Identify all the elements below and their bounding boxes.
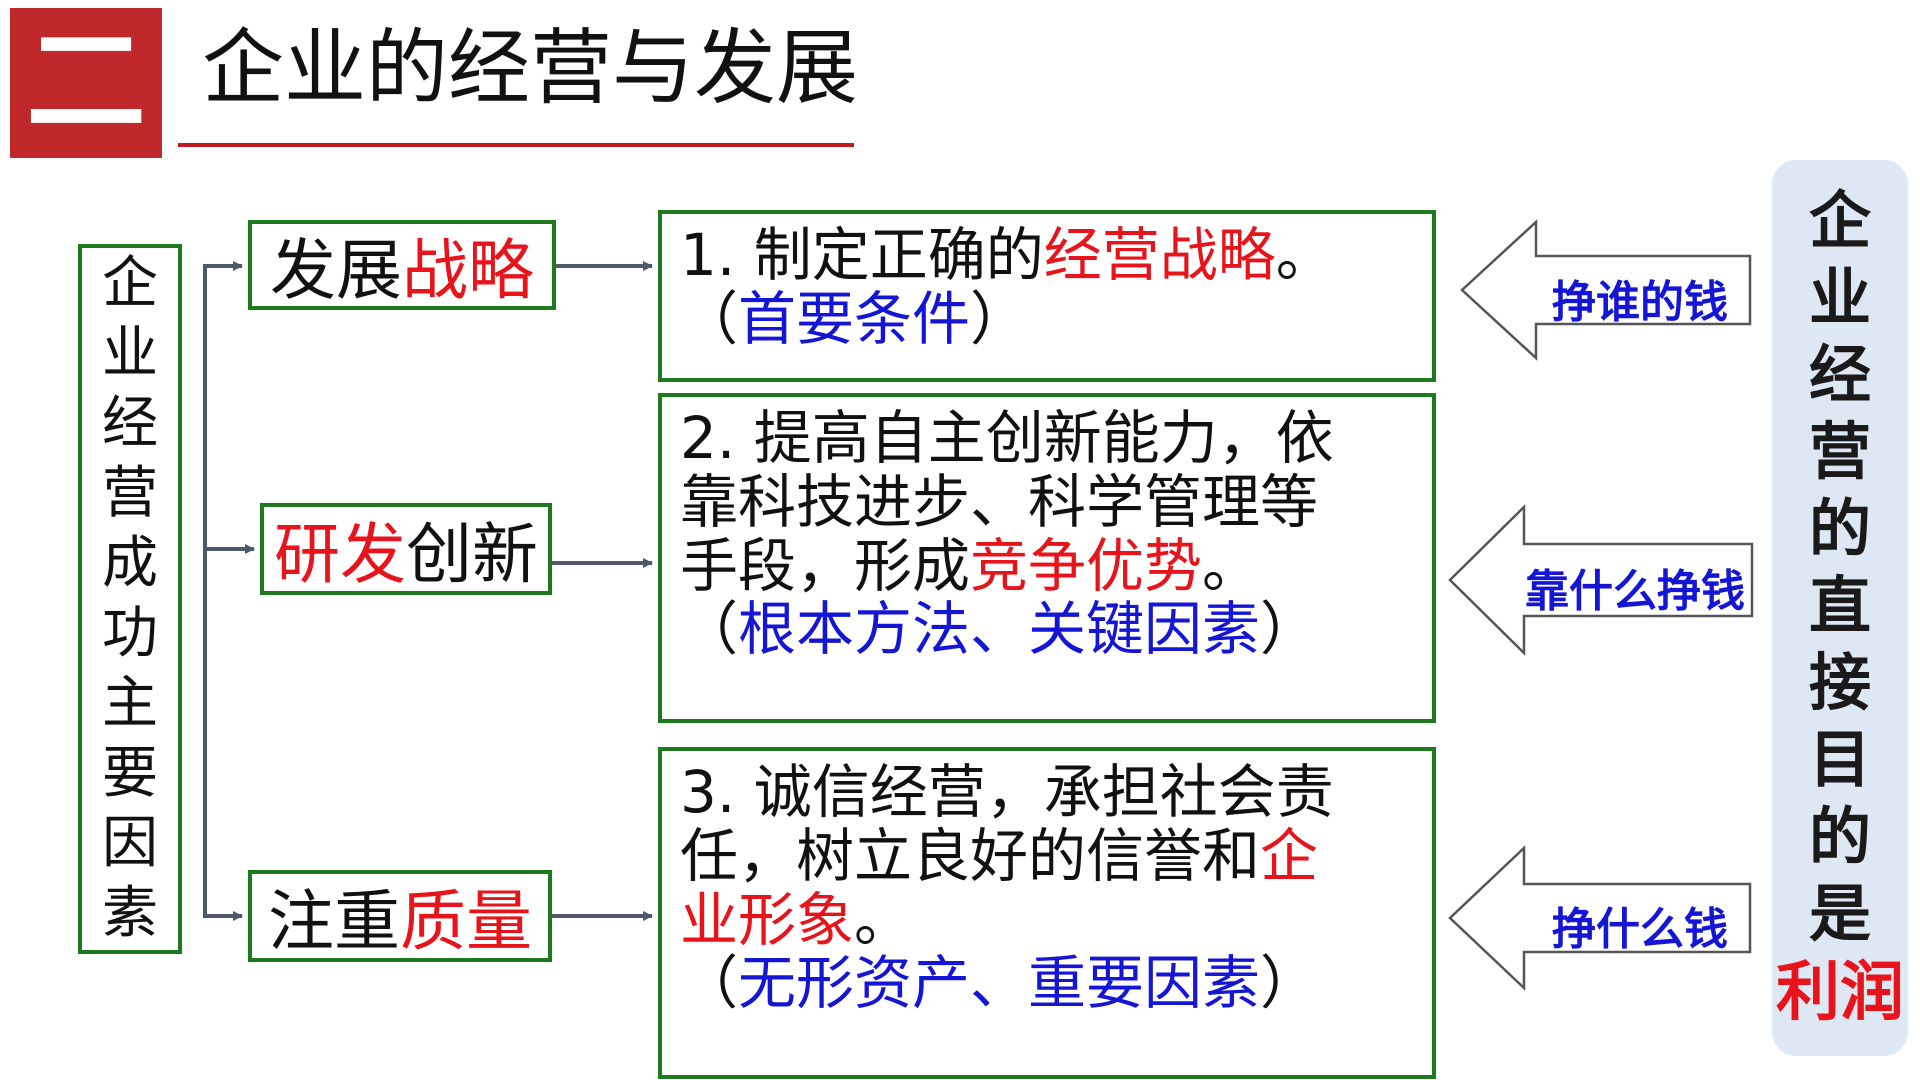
root-label-char: 企	[102, 251, 158, 316]
arrow-label-whose-money: 挣谁的钱	[1552, 277, 1728, 328]
side-panel-direct-goal: 企业经营的直接目的是利润	[1772, 160, 1908, 1056]
detail-line: 2. 提高自主创新能力，依	[680, 404, 1334, 472]
factor-highlight: 战略	[402, 232, 534, 309]
factor-text: 创新	[406, 516, 538, 593]
arrow-label-how-earn: 靠什么挣钱	[1525, 566, 1745, 617]
detail-line: 靠科技进步、科学管理等	[680, 467, 1319, 536]
side-panel-char: 营	[1808, 415, 1871, 488]
side-panel-char: 企	[1808, 184, 1871, 257]
detail-box-1: 1. 制定正确的经营战略。 （首要条件）	[658, 210, 1436, 382]
factor-highlight: 质量	[400, 883, 532, 960]
factor-box-strategy: 发展战略	[248, 220, 556, 310]
side-panel-char: 的	[1808, 800, 1871, 873]
page-title: 企业的经营与发展	[202, 21, 859, 116]
side-panel-char: 接	[1808, 646, 1871, 719]
root-factor-label: 企业经营成功主要因素	[78, 244, 182, 954]
root-label-char: 主	[102, 671, 158, 736]
side-panel-char: 业	[1808, 261, 1871, 334]
left-block-arrow-3	[1448, 845, 1752, 991]
factor-box-innovation: 研发创新	[260, 503, 552, 595]
root-label-char: 要	[102, 741, 158, 806]
detail-line: 3. 诚信经营，承担社会责	[680, 758, 1334, 826]
side-panel-char: 经	[1808, 338, 1871, 411]
root-label-char: 因	[102, 811, 158, 876]
factor-highlight: 研发	[274, 516, 406, 593]
factor-text: 注重	[268, 883, 400, 960]
root-label-char: 业	[102, 321, 158, 386]
side-panel-char: 直	[1808, 569, 1871, 642]
factor-text: 发展	[270, 232, 402, 309]
detail-line: 任，树立良好的信誉和企	[680, 821, 1319, 890]
title-underline	[178, 143, 854, 147]
root-label-char: 成	[102, 531, 158, 596]
factor-box-quality: 注重质量	[248, 870, 552, 962]
arrow-label-what-money: 挣什么钱	[1552, 904, 1728, 955]
side-panel-char: 目	[1808, 723, 1871, 796]
root-label-char: 素	[102, 881, 158, 946]
left-block-arrow-1	[1460, 219, 1752, 361]
section-number-badge: 二	[10, 8, 162, 158]
detail-line: 1. 制定正确的经营战略。	[680, 221, 1334, 289]
root-label-char: 营	[102, 461, 158, 526]
detail-line: 手段，形成竞争优势。	[680, 531, 1261, 600]
root-label-char: 功	[102, 601, 158, 666]
root-label-char: 经	[102, 391, 158, 456]
side-panel-highlight: 利润	[1776, 956, 1904, 1030]
detail-note: （首要条件）	[680, 284, 1029, 353]
detail-note: （根本方法、关键因素）	[680, 595, 1319, 664]
detail-line: 业形象。	[680, 885, 913, 954]
detail-box-3: 3. 诚信经营，承担社会责 任，树立良好的信誉和企 业形象。 （无形资产、重要因…	[658, 747, 1436, 1079]
side-panel-char: 的	[1808, 492, 1871, 565]
left-block-arrow-2	[1448, 504, 1754, 656]
side-panel-char: 是	[1808, 877, 1871, 950]
detail-note: （无形资产、重要因素）	[680, 949, 1319, 1018]
detail-box-2: 2. 提高自主创新能力，依 靠科技进步、科学管理等 手段，形成竞争优势。 （根本…	[658, 393, 1436, 723]
